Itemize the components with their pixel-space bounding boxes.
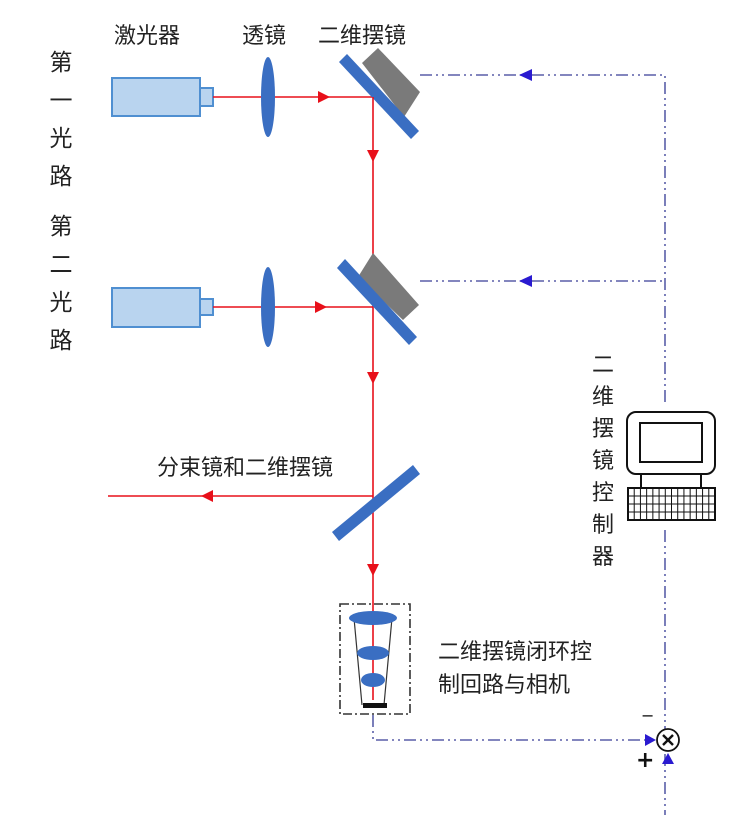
mirror-2-actuator [358,253,419,320]
camera-lens-2 [357,646,389,660]
plus-sign: + [636,748,655,773]
camera-box [339,603,411,715]
beam-down-arrow-2 [367,372,379,384]
laser-2 [111,287,214,328]
controller-computer-icon [626,411,716,521]
beam-2-arrow [315,301,327,313]
feedback-arrow [645,734,656,746]
keyboard-keys [628,488,715,520]
label-laser: 激光器 [114,24,181,49]
label-lens: 透镜 [242,24,287,49]
laser-1 [111,77,214,117]
camera-sensor [363,703,387,708]
camera-frame-left [353,617,363,706]
beam-splitter [332,465,420,541]
beam-down-arrow-3 [367,564,379,576]
beam-1-arrow [318,91,330,103]
mirror-1-actuator [362,48,420,117]
minus-sign: − [641,706,655,725]
beam-down-arrow-1 [367,150,379,162]
control-arrow-2 [519,275,532,287]
mirror-1-reflector [339,54,419,139]
lens-2 [261,267,275,347]
mirror-2 [337,253,419,345]
label-path-2: 第二光路 [49,214,73,354]
label-camera-loop-2: 制回路与相机 [438,673,571,698]
reference-arrow [662,753,674,764]
control-arrow-1 [519,69,532,81]
control-line-mirror-1 [420,74,666,815]
summing-junction [656,728,680,752]
laser-2-nozzle [199,298,214,316]
camera-frame-right [383,617,393,706]
feedback-line-camera [372,715,650,741]
laser-1-body [111,77,201,117]
mirror-2-reflector [337,259,417,345]
label-splitter: 分束镜和二维摆镜 [157,456,334,481]
laser-1-nozzle [199,87,214,107]
junction-x-2 [662,734,674,746]
lens-1 [261,57,275,137]
camera-lens-1 [349,611,397,625]
camera-assembly [339,603,411,715]
label-mirror-2d: 二维摆镜 [318,24,407,49]
laser-2-body [111,287,201,328]
label-controller: 二维摆镜控制器 [591,353,614,570]
monitor-screen [639,422,703,463]
label-camera-loop-1: 二维摆镜闭环控 [438,640,593,665]
label-path-1: 第一光路 [49,50,73,190]
diagram-canvas [40,0,730,815]
mirror-1 [339,48,420,139]
beam-output-arrow [201,490,213,502]
camera-lens-3 [361,673,385,687]
